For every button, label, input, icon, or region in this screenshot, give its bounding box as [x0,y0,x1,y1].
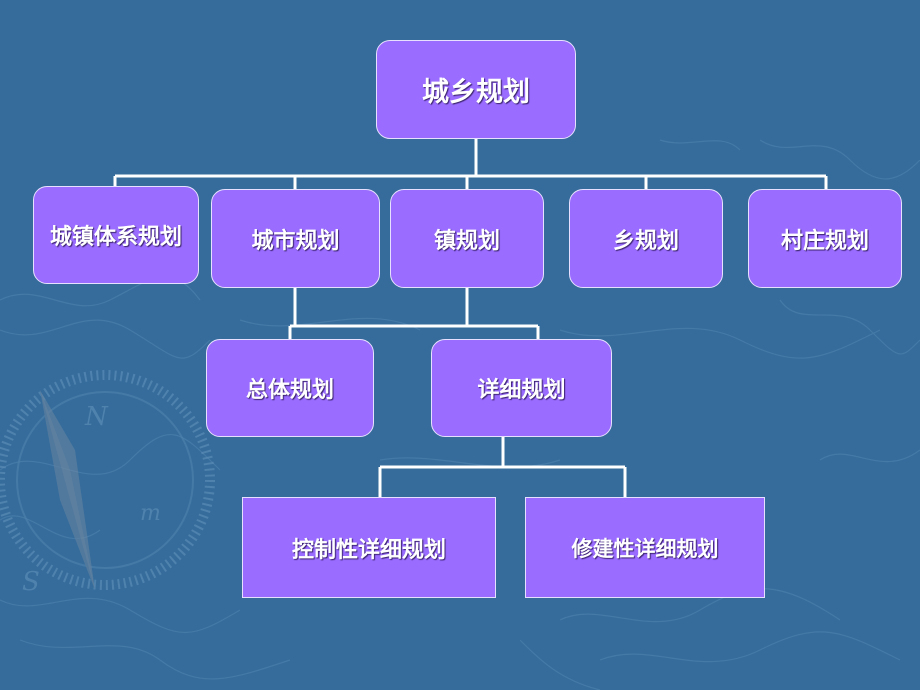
node-label: 镇规划 [433,228,500,254]
node-level1-chengshi: 城市规划 [211,189,380,288]
node-level3-xiujianxing: 修建性详细规划 [525,497,765,598]
svg-text:m: m [140,501,161,526]
node-label: 城镇体系规划 [49,225,182,250]
node-label: 村庄规划 [780,228,869,254]
node-label: 修建性详细规划 [571,536,719,561]
node-label: 控制性详细规划 [291,537,446,563]
node-root: 城乡规划 [376,40,576,139]
node-level3-kongzhixing: 控制性详细规划 [242,497,496,598]
node-label: 城市规划 [251,228,340,254]
node-level1-xiang: 乡规划 [569,189,723,288]
svg-text:S: S [22,567,40,597]
node-level2-xiangxi: 详细规划 [431,339,612,437]
node-root-label: 城乡规划 [422,77,530,108]
node-label: 乡规划 [612,228,679,254]
svg-text:N: N [84,402,109,432]
node-level2-zongti: 总体规划 [206,339,374,437]
node-level1-zhen: 镇规划 [390,189,544,288]
node-level1-chengzhentixi: 城镇体系规划 [33,186,199,284]
node-level1-cunzhuang: 村庄规划 [748,189,902,288]
node-label: 总体规划 [245,378,334,403]
node-label: 详细规划 [477,378,566,403]
compass-rose-icon: N S m [0,370,215,597]
